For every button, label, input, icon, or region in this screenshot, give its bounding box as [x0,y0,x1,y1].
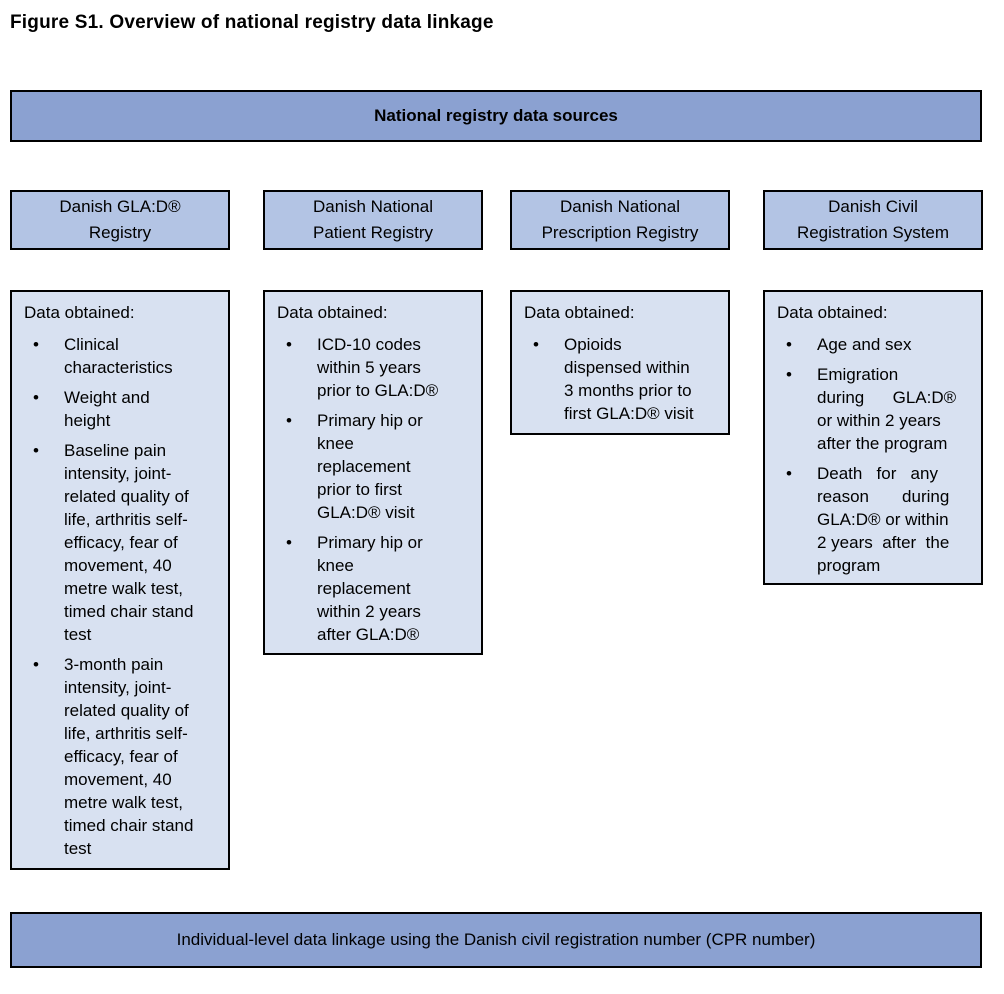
bullet-icon: • [33,655,39,674]
registry-header-patient: Danish National Patient Registry [263,190,483,250]
bullet-icon: • [786,335,792,354]
bullet-icon: • [286,335,292,354]
bullet-text: 3-month pain intensity, joint- related q… [64,655,194,858]
bullet-text: Age and sex [817,335,912,354]
bullet-icon: • [786,464,792,483]
bullet-icon: • [33,335,39,354]
data-obtained-label: Data obtained: [24,303,135,322]
detail-box-civil: Data obtained: • Age and sex • Emigratio… [763,290,983,585]
bullet-item: • Emigration during GLA:D® or within 2 y… [777,363,973,455]
bullet-text: Weight and height [64,388,150,430]
bottom-banner-label: Individual-level data linkage using the … [176,930,816,949]
top-banner: National registry data sources [10,90,982,142]
bullet-item: • ICD-10 codes within 5 years prior to G… [277,333,473,402]
bullet-icon: • [33,441,39,460]
bullet-item: • 3-month pain intensity, joint- related… [24,653,220,860]
bullet-item: • Opioids dispensed within 3 months prio… [524,333,720,425]
data-obtained-label: Data obtained: [777,303,888,322]
bullet-item: • Primary hip or knee replacement prior … [277,409,473,524]
bullet-text: Baseline pain intensity, joint- related … [64,441,194,644]
bottom-banner: Individual-level data linkage using the … [10,912,982,968]
bullet-icon: • [33,388,39,407]
bullet-item: • Baseline pain intensity, joint- relate… [24,439,220,646]
detail-box-patient: Data obtained: • ICD-10 codes within 5 y… [263,290,483,655]
bullet-item: • Age and sex [777,333,973,356]
bullet-text: ICD-10 codes within 5 years prior to GLA… [317,335,439,400]
registry-header-glad: Danish GLA:D® Registry [10,190,230,250]
bullet-item: • Weight and height [24,386,220,432]
bullet-icon: • [786,365,792,384]
data-obtained-label: Data obtained: [277,303,388,322]
bullet-text: Primary hip or knee replacement within 2… [317,533,423,644]
bullet-text: Primary hip or knee replacement prior to… [317,411,423,522]
top-banner-label: National registry data sources [374,106,618,125]
bullet-text: Clinical characteristics [64,335,173,377]
registry-header-prescription: Danish National Prescription Registry [510,190,730,250]
bullet-item: • Clinical characteristics [24,333,220,379]
detail-box-glad: Data obtained: • Clinical characteristic… [10,290,230,870]
figure-title: Figure S1. Overview of national registry… [10,12,494,33]
bullet-icon: • [533,335,539,354]
bullet-text: Death for any reason during GLA:D® or wi… [817,464,950,575]
detail-box-prescription: Data obtained: • Opioids dispensed withi… [510,290,730,435]
bullet-icon: • [286,533,292,552]
bullet-item: • Death for any reason during GLA:D® or … [777,462,973,577]
bullet-icon: • [286,411,292,430]
bullet-text: Opioids dispensed within 3 months prior … [564,335,694,423]
data-obtained-label: Data obtained: [524,303,635,322]
bullet-text: Emigration during GLA:D® or within 2 yea… [817,365,957,453]
bullet-item: • Primary hip or knee replacement within… [277,531,473,646]
registry-header-civil: Danish Civil Registration System [763,190,983,250]
